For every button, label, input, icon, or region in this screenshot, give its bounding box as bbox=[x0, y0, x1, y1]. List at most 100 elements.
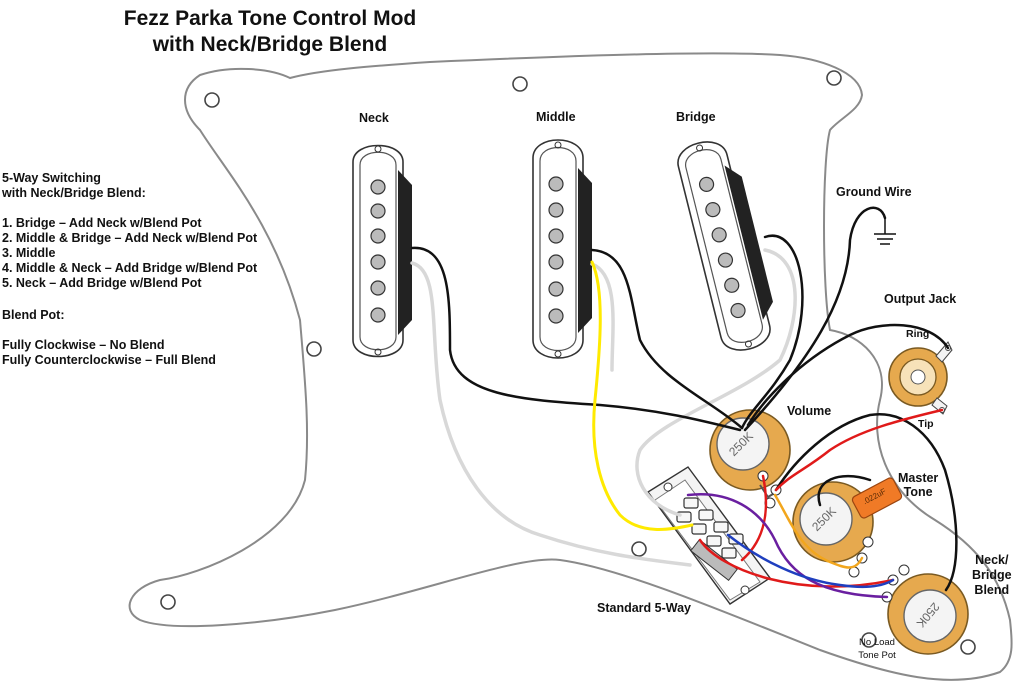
label-output-jack: Output Jack bbox=[884, 292, 957, 306]
wire-purple bbox=[686, 492, 889, 599]
wire-tone-lug bbox=[817, 475, 872, 507]
pole-piece bbox=[730, 302, 746, 319]
screw-hole bbox=[306, 341, 322, 357]
switch-lug bbox=[691, 523, 707, 535]
switch-lug bbox=[683, 497, 699, 509]
label-master-tone-1: Master bbox=[898, 471, 939, 485]
pole-piece bbox=[370, 179, 386, 195]
wire-volume-ground bbox=[774, 413, 958, 592]
pot-lug-hole bbox=[898, 564, 910, 576]
pickup-middle-body bbox=[532, 139, 584, 359]
pickup-screw-hole bbox=[554, 350, 562, 358]
label-blend-1: Neck/ bbox=[975, 553, 1009, 567]
switching-heading-2: with Neck/Bridge Blend: bbox=[2, 186, 146, 200]
switch-lever-slot bbox=[690, 539, 738, 581]
screw-hole bbox=[826, 70, 842, 86]
wire-jack-tip-red bbox=[774, 408, 944, 492]
label-tip: Tip bbox=[918, 418, 934, 430]
label-blend-3: Blend bbox=[974, 583, 1010, 597]
pole-piece bbox=[711, 227, 727, 243]
pickup-middle bbox=[532, 139, 592, 359]
pickup-bridge bbox=[677, 141, 773, 351]
pole-piece bbox=[548, 281, 564, 297]
label-middle: Middle bbox=[536, 110, 576, 124]
pole-piece bbox=[705, 202, 721, 218]
pickup-middle-rim bbox=[539, 147, 577, 351]
wire-middle-black bbox=[590, 248, 744, 430]
pickup-screw-hole bbox=[744, 340, 752, 348]
pole-piece bbox=[370, 307, 386, 323]
switching-legend: 5-Way Switching with Neck/Bridge Blend: … bbox=[2, 171, 257, 291]
pickup-bridge-body bbox=[677, 141, 771, 351]
blend-pot-heading: Blend Pot: bbox=[2, 308, 65, 322]
screw-hole bbox=[861, 632, 877, 648]
pole-piece bbox=[370, 228, 386, 244]
screw-hole bbox=[512, 76, 528, 92]
ground-symbol bbox=[874, 218, 896, 245]
label-master-tone-2: Tone bbox=[903, 485, 933, 499]
switching-heading-1: 5-Way Switching bbox=[2, 171, 101, 185]
screw-hole bbox=[204, 92, 220, 108]
label-switch: Standard 5-Way bbox=[597, 601, 692, 615]
pole-piece bbox=[548, 176, 564, 192]
pickup-neck-rim bbox=[359, 151, 397, 351]
label-neck: Neck bbox=[359, 111, 389, 125]
switch-position-3: 3. Middle bbox=[2, 246, 56, 260]
pickup-bridge-bobbin bbox=[724, 165, 773, 320]
pickup-screw-hole bbox=[696, 144, 704, 152]
wire-bridge-black bbox=[740, 234, 804, 430]
wire-bridge-white bbox=[635, 248, 797, 517]
switch-position-4: 4. Middle & Neck – Add Bridge w/Blend Po… bbox=[2, 261, 258, 275]
wire-jack-ring bbox=[746, 323, 950, 427]
pickup-neck-bobbin bbox=[398, 170, 412, 335]
switch-position-1: 1. Bridge – Add Neck w/Blend Pot bbox=[2, 216, 202, 230]
pole-piece bbox=[370, 280, 386, 296]
pickup-neck bbox=[352, 144, 412, 358]
wire-ground bbox=[743, 206, 887, 432]
wire-neck-white bbox=[410, 261, 692, 567]
pickup-screw-hole bbox=[374, 348, 382, 356]
pole-piece bbox=[370, 254, 386, 270]
capacitor-body bbox=[851, 477, 903, 519]
blend-pot-line-2: Fully Counterclockwise – Full Blend bbox=[2, 353, 216, 367]
switch-mount-hole bbox=[663, 482, 673, 492]
label-volume: Volume bbox=[787, 404, 832, 418]
switch-lug bbox=[728, 533, 744, 545]
jack-hole bbox=[910, 369, 926, 385]
pot-shaft-washer bbox=[716, 417, 770, 471]
title-line-2: with Neck/Bridge Blend bbox=[152, 33, 388, 56]
wire-orange bbox=[773, 493, 864, 569]
pot-shaft-washer bbox=[903, 589, 957, 643]
pickup-bridge-rim bbox=[685, 149, 763, 343]
pole-piece bbox=[717, 252, 734, 268]
diagram-title: Fezz Parka Tone Control Mod with Neck/Br… bbox=[60, 6, 480, 58]
wire-middle-yellow bbox=[590, 260, 694, 531]
pole-piece bbox=[548, 202, 564, 218]
pole-piece bbox=[698, 176, 715, 192]
wire-blue bbox=[726, 533, 895, 589]
wires bbox=[410, 206, 958, 599]
switch-position-2: 2. Middle & Bridge – Add Neck w/Blend Po… bbox=[2, 231, 258, 245]
screw-hole bbox=[960, 639, 976, 655]
pot-lug-hole bbox=[862, 536, 874, 548]
pole-piece bbox=[548, 308, 564, 324]
switch-mount-hole bbox=[740, 585, 750, 595]
blend-pot-line-1: Fully Clockwise – No Blend bbox=[2, 338, 165, 352]
pickup-screw-hole bbox=[374, 145, 382, 153]
volume-pot bbox=[709, 409, 791, 509]
blend-pot-legend: Blend Pot: Fully Clockwise – No Blend Fu… bbox=[2, 308, 216, 368]
title-line-1: Fezz Parka Tone Control Mod bbox=[123, 7, 417, 30]
switch-lug bbox=[698, 509, 714, 521]
pickup-neck-body bbox=[352, 144, 404, 358]
switch-lug bbox=[721, 547, 737, 559]
label-ground-wire: Ground Wire bbox=[836, 185, 912, 199]
label-bridge: Bridge bbox=[676, 110, 716, 124]
label-no-load: No Load Tone Pot bbox=[852, 636, 902, 662]
pole-piece bbox=[548, 228, 564, 244]
label-master-tone: Master Tone bbox=[898, 471, 938, 499]
wire-middle-white bbox=[590, 262, 615, 372]
pickup-middle-bobbin bbox=[578, 168, 592, 333]
wire-switch-red-2 bbox=[698, 538, 895, 588]
jack-ring-lug bbox=[935, 341, 953, 363]
